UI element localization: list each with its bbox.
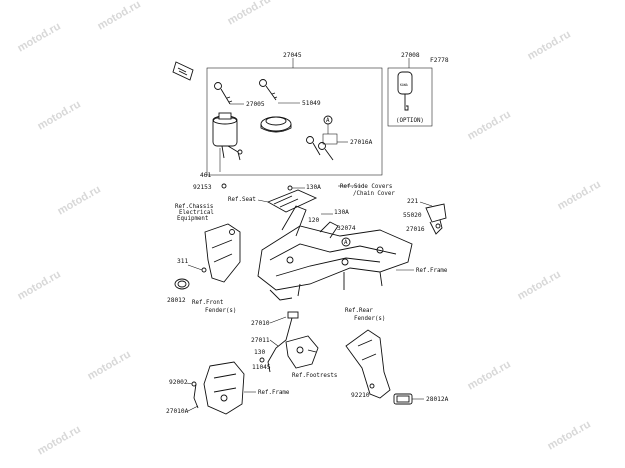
bolt-icon [259, 357, 265, 363]
watermark-text: motod.ru [36, 98, 83, 132]
label-130a-2: 130A [334, 209, 349, 216]
label-32074: 32074 [337, 225, 356, 232]
label-92210: 92210 [351, 392, 370, 399]
label-27008: 27008 [401, 52, 420, 59]
ref-rear-fender-2: Fender(s) [354, 316, 385, 322]
front-arrow-badge [172, 61, 194, 81]
label-27045: 27045 [283, 52, 302, 59]
label-92153: 92153 [193, 184, 212, 191]
ref-front-fender-1: Ref.Front [192, 300, 223, 306]
label-27011: 27011 [251, 337, 270, 344]
label-11045: 11045 [252, 364, 271, 371]
ref-footrests: Ref.Footrests [292, 373, 337, 379]
label-130a: 130A [306, 184, 321, 191]
label-92002: 92002 [169, 379, 188, 386]
switch-assembly-icon [191, 361, 245, 415]
bolt-icon [221, 183, 227, 189]
label-55020: 55020 [403, 212, 422, 219]
marker-a-label: A [326, 118, 330, 124]
fuel-cap-icon [260, 116, 292, 133]
bolt-icon [369, 383, 375, 389]
frame-icon [257, 205, 413, 301]
diagram-code: F2778 [430, 57, 449, 64]
marker-a-label: A [344, 240, 348, 246]
bracket-icon [425, 203, 447, 235]
option-label: (OPTION) [396, 118, 424, 124]
label-311: 311 [177, 258, 188, 265]
ref-seat: Ref.Seat [228, 197, 256, 203]
label-28012: 28012 [167, 297, 186, 304]
label-27010a: 27010A [166, 408, 189, 415]
ref-chassis-3: Equipment [177, 216, 208, 222]
label-221: 221 [407, 198, 418, 205]
bolt-icon [287, 185, 293, 191]
watermark-text: motod.ru [526, 28, 573, 62]
watermark-text: motod.ru [556, 178, 603, 212]
watermark-text: motod.ru [516, 268, 563, 302]
option-key-icon: KAWA [397, 71, 413, 111]
watermark-text: motod.ru [546, 418, 593, 452]
front-fender-panel-icon [204, 223, 241, 283]
ignition-switch-icon [212, 112, 243, 161]
ref-chassis-2: Electrical [179, 210, 214, 216]
ref-rear-fender-1: Ref.Rear [345, 308, 373, 314]
watermark-text: motod.ru [16, 20, 63, 54]
kit-box-27045 [206, 67, 383, 176]
ref-side-covers: Ref.Side Covers [340, 184, 392, 190]
marker-a [341, 237, 351, 247]
watermark-text: motod.ru [36, 423, 83, 457]
rear-fender-icon [345, 329, 391, 399]
ref-frame: Ref.Frame [416, 268, 448, 274]
rear-reflector-icon [393, 393, 413, 405]
label-27016a: 27016A [350, 139, 373, 146]
watermark-text: motod.ru [86, 348, 133, 382]
ref-frame-bottom: Ref.Frame [258, 390, 290, 396]
switch-wire-icon [267, 311, 299, 373]
ref-front-fender-2: Fender(s) [205, 308, 236, 314]
key-icon [214, 79, 334, 161]
watermark-text: motod.ru [56, 183, 103, 217]
label-120: 120 [308, 217, 319, 224]
key-brand-text: KAWA [400, 83, 408, 87]
label-27005: 27005 [246, 101, 265, 108]
watermark-text: motod.ru [16, 268, 63, 302]
option-box [387, 67, 433, 127]
label-28012a: 28012A [426, 396, 449, 403]
label-130: 130 [254, 349, 265, 356]
seat-bracket-icon [266, 189, 318, 213]
label-27010: 27010 [251, 320, 270, 327]
ref-chassis-1: Ref.Chassis [175, 204, 213, 210]
bolt-icon [201, 267, 207, 273]
ref-chain-cover: /Chain Cover [353, 191, 395, 197]
reflector-icon [174, 278, 190, 290]
watermark-text: motod.ru [466, 358, 513, 392]
watermark-text: motod.ru [96, 0, 143, 33]
label-27016: 27016 [406, 226, 425, 233]
label-51049: 51049 [302, 100, 321, 107]
watermark-text: motod.ru [466, 108, 513, 142]
watermark-text: motod.ru [226, 0, 273, 28]
label-461: 461 [200, 172, 211, 179]
footrest-bracket-icon [285, 335, 319, 369]
